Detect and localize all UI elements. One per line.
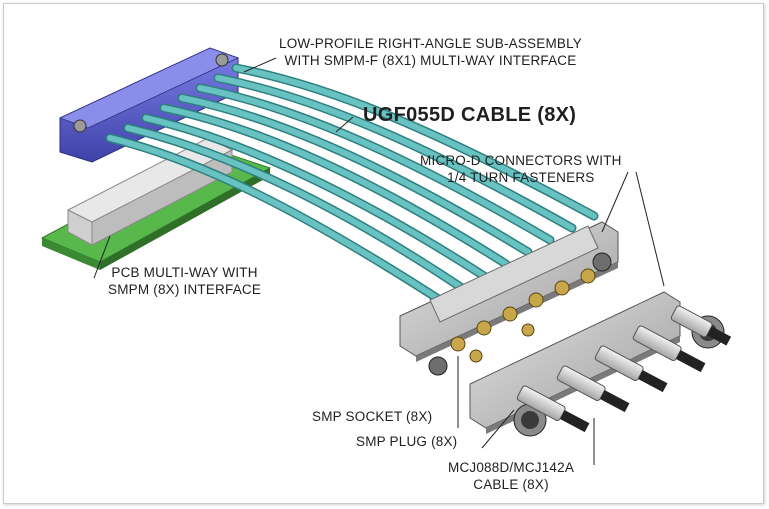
mcj-cable-label-line-1: MCJ088D/MCJ142A [448, 460, 575, 475]
pcb-label-line-2: SMPM (8X) INTERFACE [108, 282, 262, 297]
pcb-label: PCB MULTI-WAY WITH SMPM (8X) INTERFACE [108, 264, 261, 298]
micro-d-connector-rear [399, 221, 619, 376]
subassembly-label-line-2: WITH SMPM-F (8X1) MULTI-WAY INTERFACE [284, 53, 577, 68]
micro-d-label: MICRO-D CONNECTORS WITH 1/4 TURN FASTENE… [420, 152, 622, 186]
smp-plug-barrels [516, 305, 732, 433]
ugf055d-cables [105, 63, 599, 305]
micro-d-label-line-2: 1/4 TURN FASTENERS [447, 170, 595, 185]
right-angle-subassembly-block [58, 47, 240, 163]
smp-socket-label: SMP SOCKET (8X) [312, 409, 433, 424]
smp-plug-label: SMP PLUG (8X) [356, 434, 458, 449]
mcj-cable-label: MCJ088D/MCJ142A CABLE (8X) [448, 459, 574, 493]
mcj-cable-label-line-2: CABLE (8X) [473, 477, 549, 492]
image-frame [3, 3, 764, 504]
pcb-label-line-1: PCB MULTI-WAY WITH [111, 265, 258, 280]
pcb-smpm-connector [66, 137, 234, 246]
subassembly-label: LOW-PROFILE RIGHT-ANGLE SUB-ASSEMBLY WIT… [279, 35, 582, 69]
leader-lines [93, 57, 665, 465]
cable-label: UGF055D CABLE (8X) [363, 104, 577, 126]
micro-d-label-line-1: MICRO-D CONNECTORS WITH [420, 153, 622, 168]
subassembly-label-line-1: LOW-PROFILE RIGHT-ANGLE SUB-ASSEMBLY [279, 36, 583, 51]
